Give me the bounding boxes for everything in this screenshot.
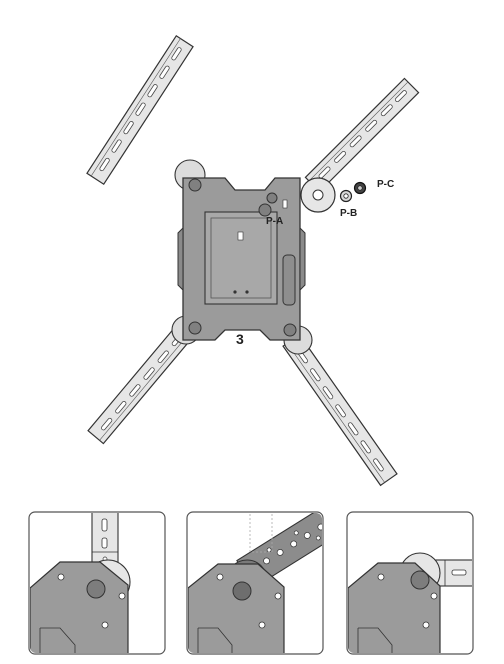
detail-panel-1	[28, 511, 166, 655]
detail-panel-2	[186, 511, 324, 655]
bracket-arm-lower-left	[87, 319, 197, 445]
part-label-pc: P-C	[377, 179, 394, 190]
washer-part	[339, 189, 353, 203]
part-label-pb: P-B	[340, 208, 357, 219]
bracket-arm-upper-left	[86, 34, 194, 186]
part-label-pa: P-A	[266, 216, 283, 227]
wall-plate	[177, 177, 306, 341]
detail-panel-3	[346, 511, 474, 655]
main-figure: P-A P-B P-C 3	[86, 34, 420, 487]
bracket-arm-lower-right	[282, 333, 398, 487]
nut-part	[353, 181, 367, 195]
bracket-arm-upper-right	[300, 77, 420, 213]
step-number: 3	[236, 331, 244, 347]
